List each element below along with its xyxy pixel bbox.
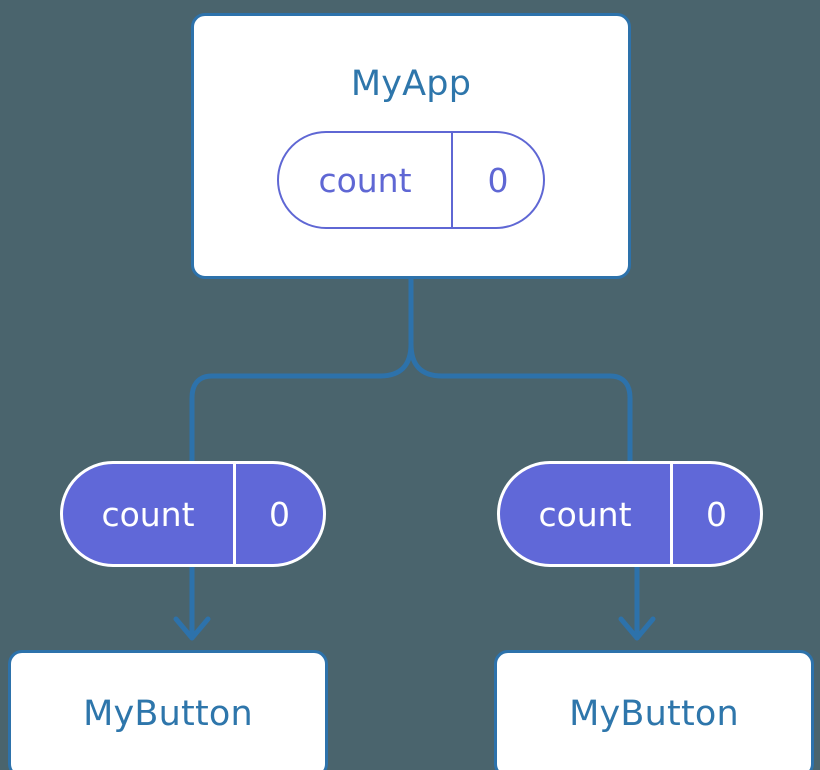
prop-arrow-left-head (173, 616, 211, 641)
prop-pill-left[interactable]: count 0 (60, 461, 326, 567)
state-pill-root-value: 0 (451, 133, 543, 227)
component-card-mybutton-right[interactable]: MyButton (494, 650, 814, 770)
state-pill-root[interactable]: count 0 (277, 131, 545, 229)
component-card-mybutton-left[interactable]: MyButton (8, 650, 328, 770)
component-name-mybutton-left: MyButton (83, 694, 253, 734)
prop-pill-left-key: count (101, 494, 195, 534)
state-pill-root-key: count (318, 160, 412, 200)
prop-pill-right-key: count (538, 494, 632, 534)
component-name-myapp: MyApp (350, 64, 472, 104)
prop-pill-right-value: 0 (670, 464, 760, 564)
component-name-mybutton-right: MyButton (569, 694, 739, 734)
prop-pill-right[interactable]: count 0 (497, 461, 763, 567)
prop-arrow-right-head (618, 616, 656, 641)
prop-pill-left-value: 0 (233, 464, 323, 564)
